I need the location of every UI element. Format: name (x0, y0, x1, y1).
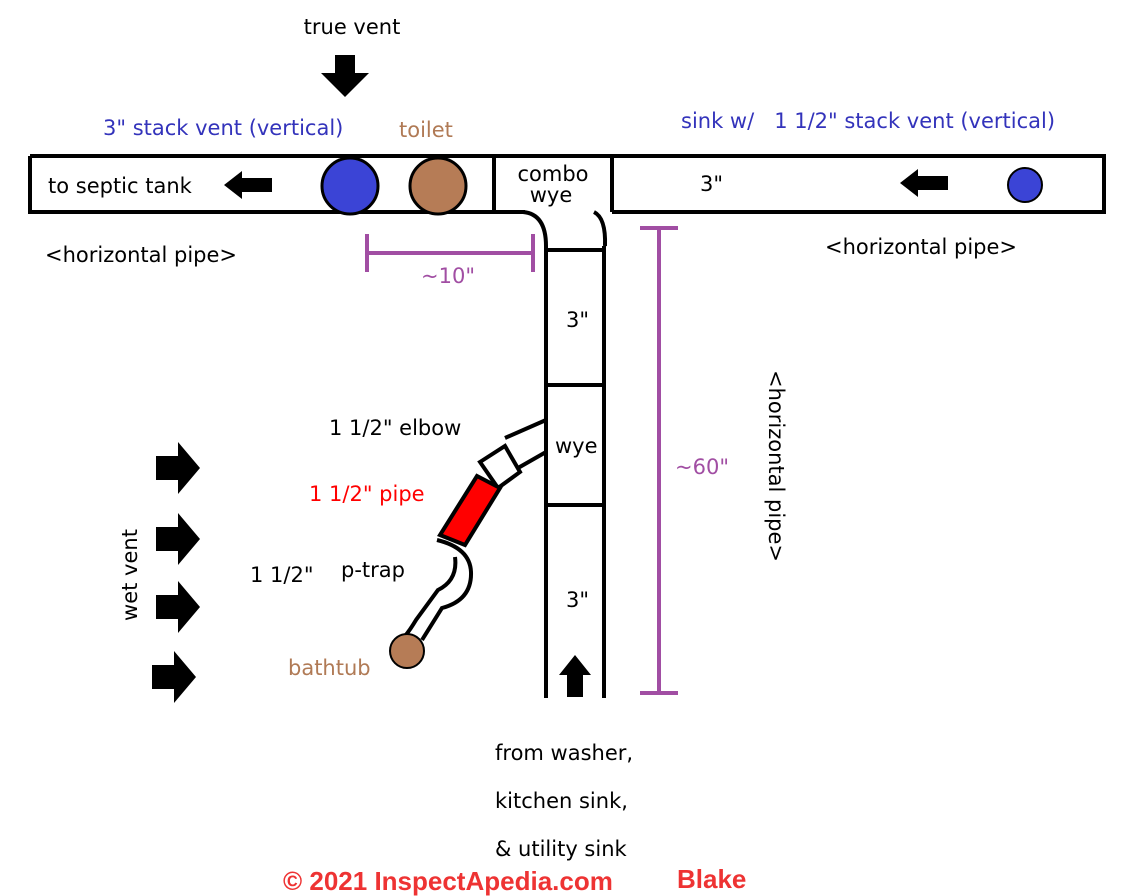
combo-wye-label-2: wye (530, 183, 573, 207)
true-vent-label: true vent (304, 15, 401, 39)
author-label: Blake (677, 864, 746, 894)
vertical-upper-size-label: 3" (566, 308, 589, 332)
wet-vent-label: wet vent (118, 529, 142, 621)
horizontal-pipe-vertical-label: <horizontal pipe> (764, 370, 788, 562)
p-trap (420, 538, 474, 642)
wet-vent-arrow-1-icon (156, 442, 200, 494)
septic-flow-arrow-icon (224, 171, 272, 199)
combo-wye-fitting (522, 210, 608, 247)
from-line-3: & utility sink (495, 837, 628, 861)
combo-wye-label-1: combo (517, 162, 588, 186)
dim-10-label: ~10" (421, 264, 475, 288)
vertical-lower-size-label: 3" (566, 588, 589, 612)
wet-vent-arrow-2-icon (156, 513, 200, 565)
stack-vent-3-label: 3" stack vent (vertical) (103, 116, 343, 140)
horizontal-pipe-left-label: <horizontal pipe> (45, 243, 237, 267)
true-vent-arrow-icon (321, 55, 369, 97)
wet-vent-arrow-3-icon (156, 581, 200, 633)
bathtub-label: bathtub (288, 656, 371, 680)
dimension-60in (640, 226, 678, 695)
stack-vent-3-circle (320, 156, 380, 216)
ptrap-size-label: 1 1/2" (250, 563, 314, 587)
sink-stack-vent-label: sink w/ 1 1/2" stack vent (vertical) (681, 109, 1055, 133)
inflow-arrow-icon (559, 655, 591, 697)
pipe-15-label: 1 1/2" pipe (309, 482, 425, 506)
dim-60-label: ~60" (675, 455, 729, 479)
from-line-1: from washer, (495, 741, 633, 765)
sink-vent-circle (1007, 167, 1043, 203)
main-size-label: 3" (700, 172, 723, 196)
elbow-label: 1 1/2" elbow (329, 416, 461, 440)
red-pipe (437, 473, 503, 548)
copyright-label: © 2021 InspectApedia.com (283, 866, 613, 896)
wet-vent-arrow-4-icon (152, 651, 196, 703)
wye-label: wye (555, 434, 598, 458)
sink-flow-arrow-icon (900, 169, 948, 197)
ptrap-label: p-trap (341, 558, 405, 582)
toilet-label: toilet (399, 118, 453, 142)
bathtub-circle (389, 633, 425, 669)
to-septic-label: to septic tank (48, 174, 193, 198)
dimension-10in (365, 234, 535, 272)
elbow-fitting (477, 443, 523, 491)
from-line-2: kitchen sink, (495, 789, 628, 813)
vertical-pipe (544, 246, 606, 698)
toilet-circle (408, 156, 468, 216)
horizontal-pipe-right-label: <horizontal pipe> (825, 235, 1017, 259)
branch-assembly (403, 418, 547, 642)
